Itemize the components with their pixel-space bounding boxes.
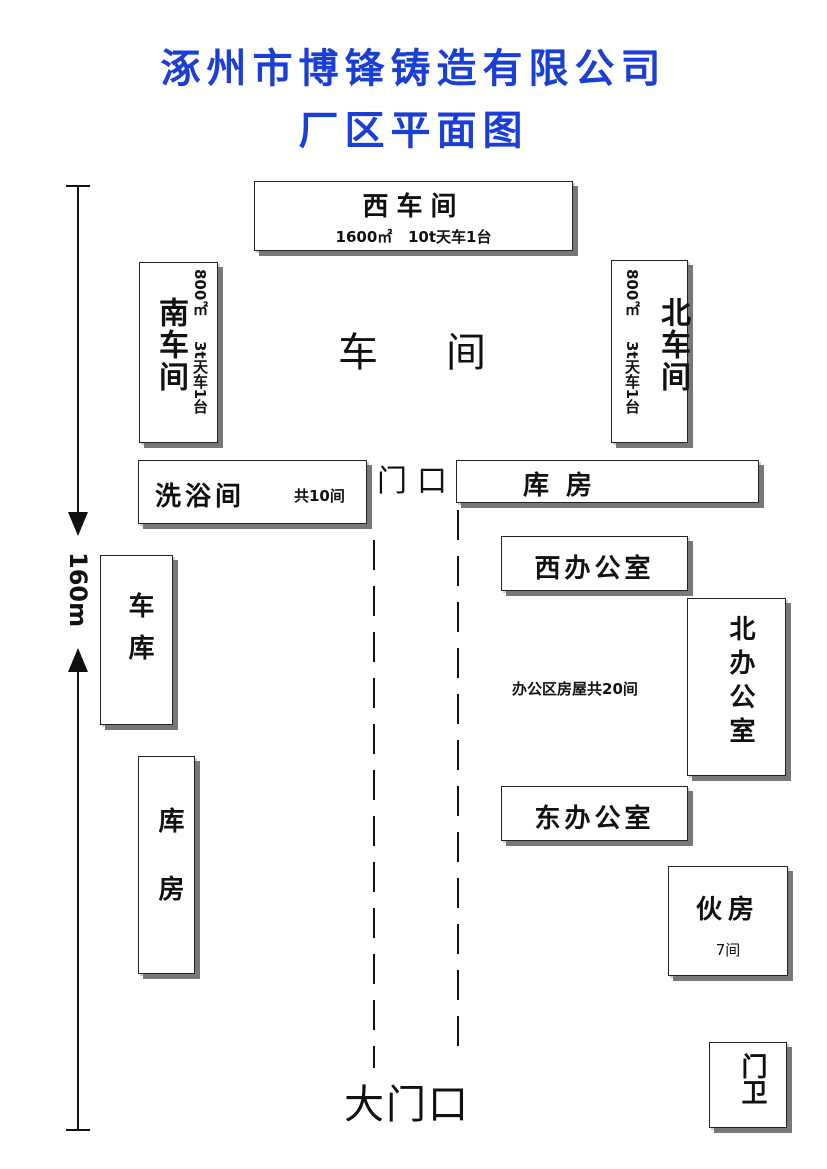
north-workshop-name: 北车间 xyxy=(655,297,690,393)
bathhouse-name: 洗浴间 xyxy=(155,482,246,512)
east-office: 东办公室 xyxy=(501,786,688,841)
garage: 车库 xyxy=(100,555,173,725)
workshop-area-char2: 间 xyxy=(446,330,486,376)
office-area-note: 办公区房屋共20间 xyxy=(512,680,638,698)
north-office-name: 北办公室 xyxy=(725,615,755,751)
kitchen-count: 7间 xyxy=(715,941,741,959)
workshop-area-char1: 车 xyxy=(338,330,378,376)
kitchen: 伙房 7间 xyxy=(668,866,788,976)
door-label: 门口 xyxy=(377,464,457,499)
north-workshop-area: 800㎡ xyxy=(623,269,641,316)
south-workshop-crane: 3t天车1台 xyxy=(191,341,209,415)
warehouse-top: 库 房 xyxy=(456,460,759,503)
bathhouse: 洗浴间 共10间 xyxy=(138,460,367,524)
west-workshop: 西车间 1600㎡ 10t天车1台 xyxy=(254,181,573,251)
warehouse-left: 库房 xyxy=(138,756,195,974)
north-office: 北办公室 xyxy=(687,598,786,776)
warehouse-top-name: 库 房 xyxy=(523,471,597,501)
east-office-name: 东办公室 xyxy=(534,804,655,834)
south-workshop: 南车间 800㎡ 3t天车1台 xyxy=(139,262,218,443)
warehouse-left-name: 库房 xyxy=(154,807,184,943)
north-workshop-crane: 3t天车1台 xyxy=(623,341,641,415)
west-office-name: 西办公室 xyxy=(534,554,655,584)
south-workshop-name: 南车间 xyxy=(153,297,188,393)
west-workshop-name: 西车间 xyxy=(362,192,465,222)
west-workshop-detail: 1600㎡ 10t天车1台 xyxy=(335,228,492,246)
page-subtitle: 厂区平面图 xyxy=(298,108,529,154)
north-workshop: 800㎡ 3t天车1台 北车间 xyxy=(611,260,690,443)
kitchen-name: 伙房 xyxy=(695,895,760,925)
dimension-label: 160m xyxy=(64,552,92,628)
guard-house-name: 门卫 xyxy=(737,1053,767,1105)
west-office: 西办公室 xyxy=(501,536,688,591)
page-title: 涿州市博锋铸造有限公司 xyxy=(160,46,667,92)
main-gate-label: 大门口 xyxy=(344,1082,470,1128)
south-workshop-area: 800㎡ xyxy=(191,269,209,316)
bathhouse-count: 共10间 xyxy=(294,487,345,505)
garage-name: 车库 xyxy=(124,592,154,676)
guard-house: 门卫 xyxy=(709,1042,787,1128)
